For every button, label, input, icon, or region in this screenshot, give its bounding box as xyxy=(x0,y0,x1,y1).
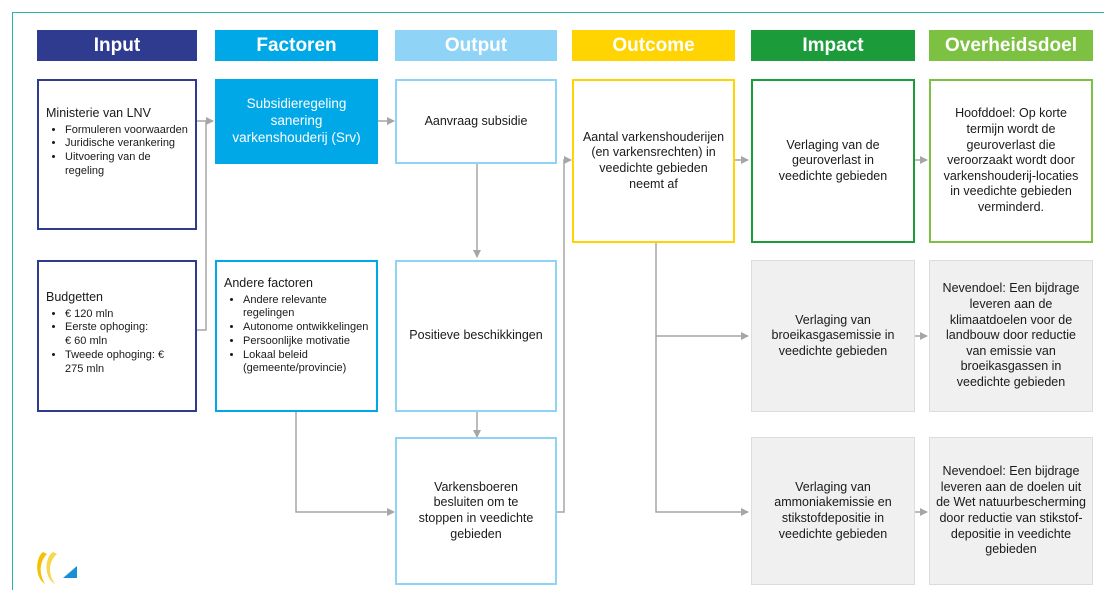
header-outcome: Outcome xyxy=(572,30,735,61)
frame-left-line xyxy=(12,12,13,590)
header-input: Input xyxy=(37,30,197,61)
input-ministerie-box: Ministerie van LNV Formuleren voorwaarde… xyxy=(37,79,197,230)
output-aanvraag-box: Aanvraag subsidie xyxy=(395,79,557,164)
header-factoren: Factoren xyxy=(215,30,378,61)
list-item: Andere relevante regelingen xyxy=(243,294,370,322)
doel-nevendoel2-box: Nevendoel: Een bijdrage leveren aan de d… xyxy=(929,437,1093,585)
nevendoel2-label: Nevendoel: Een bijdrage leveren aan de d… xyxy=(936,464,1086,557)
list-item: Juridische verankering xyxy=(65,137,189,151)
output-beschikkingen-box: Positieve beschikkingen xyxy=(395,260,557,412)
list-item: Uitvoering van de regeling xyxy=(65,151,189,179)
arrow-andere-to-besluiten xyxy=(295,412,386,513)
beschikkingen-label: Positieve beschikkingen xyxy=(409,328,543,343)
aanvraag-label: Aanvraag subsidie xyxy=(424,113,528,128)
input-budgetten-box: Budgetten € 120 mln Eerste ophoging: € 6… xyxy=(37,260,197,412)
list-item: € 120 mln xyxy=(65,308,189,322)
ministerie-list: Formuleren voorwaarden Juridische verank… xyxy=(46,124,189,179)
output-besluiten-box: Varkensboeren besluiten om te stoppen in… xyxy=(395,437,557,585)
broeikas-label: Verlaging van broeikasgasemissie in veed… xyxy=(771,312,895,358)
andere-title: Andere factoren xyxy=(224,276,313,290)
ministerie-title: Ministerie van LNV xyxy=(46,106,151,120)
doel-nevendoel1-box: Nevendoel: Een bijdrage leveren aan de k… xyxy=(929,260,1093,412)
list-item: Lokaal beleid (gemeente/provincie) xyxy=(243,349,370,377)
list-item: Tweede ophoging: € 275 mln xyxy=(65,349,165,377)
header-impact: Impact xyxy=(751,30,915,61)
list-item: Autonome ontwikkelingen xyxy=(243,321,370,335)
hoofddoel-label: Hoofddoel: Op korte termijn wordt de geu… xyxy=(943,106,1079,215)
budgetten-list: € 120 mln Eerste ophoging: € 60 mln Twee… xyxy=(46,308,189,377)
aantal-label: Aantal varkenshouderijen (en varkensrech… xyxy=(582,129,725,191)
andere-list: Andere relevante regelingen Autonome ont… xyxy=(224,294,370,377)
factoren-andere-box: Andere factoren Andere relevante regelin… xyxy=(215,260,378,412)
logo-icon xyxy=(37,552,77,584)
arrow-outcome-to-broeikas xyxy=(655,243,740,337)
arrow-outcome-to-ammoniak xyxy=(655,336,740,513)
geur-label: Verlaging van de geuroverlast in veedich… xyxy=(778,137,888,183)
impact-broeikas-box: Verlaging van broeikasgasemissie in veed… xyxy=(751,260,915,412)
ammoniak-label: Verlaging van ammoniakemissie en stiksto… xyxy=(774,479,892,541)
budgetten-title: Budgetten xyxy=(46,290,103,304)
srv-label: Subsidieregeling sanering varkenshouderi… xyxy=(232,96,361,145)
impact-geur-box: Verlaging van de geuroverlast in veedich… xyxy=(751,79,915,243)
nevendoel1-label: Nevendoel: Een bijdrage leveren aan de k… xyxy=(942,281,1080,390)
list-item: Formuleren voorwaarden xyxy=(65,124,189,138)
arrow-input-to-srv xyxy=(196,120,207,331)
header-overheidsdoel: Overheidsdoel xyxy=(929,30,1093,61)
factoren-srv-box: Subsidieregeling sanering varkenshouderi… xyxy=(215,79,378,164)
arrow-besluiten-to-outcome xyxy=(557,159,566,513)
frame-top-line xyxy=(12,12,1104,13)
header-output: Output xyxy=(395,30,557,61)
impact-ammoniak-box: Verlaging van ammoniakemissie en stiksto… xyxy=(751,437,915,585)
list-item: Persoonlijke motivatie xyxy=(243,335,370,349)
doel-hoofddoel-box: Hoofddoel: Op korte termijn wordt de geu… xyxy=(929,79,1093,243)
outcome-aantal-box: Aantal varkenshouderijen (en varkensrech… xyxy=(572,79,735,243)
besluiten-label: Varkensboeren besluiten om te stoppen in… xyxy=(418,479,534,541)
list-item: Eerste ophoging: € 60 mln xyxy=(65,321,157,349)
